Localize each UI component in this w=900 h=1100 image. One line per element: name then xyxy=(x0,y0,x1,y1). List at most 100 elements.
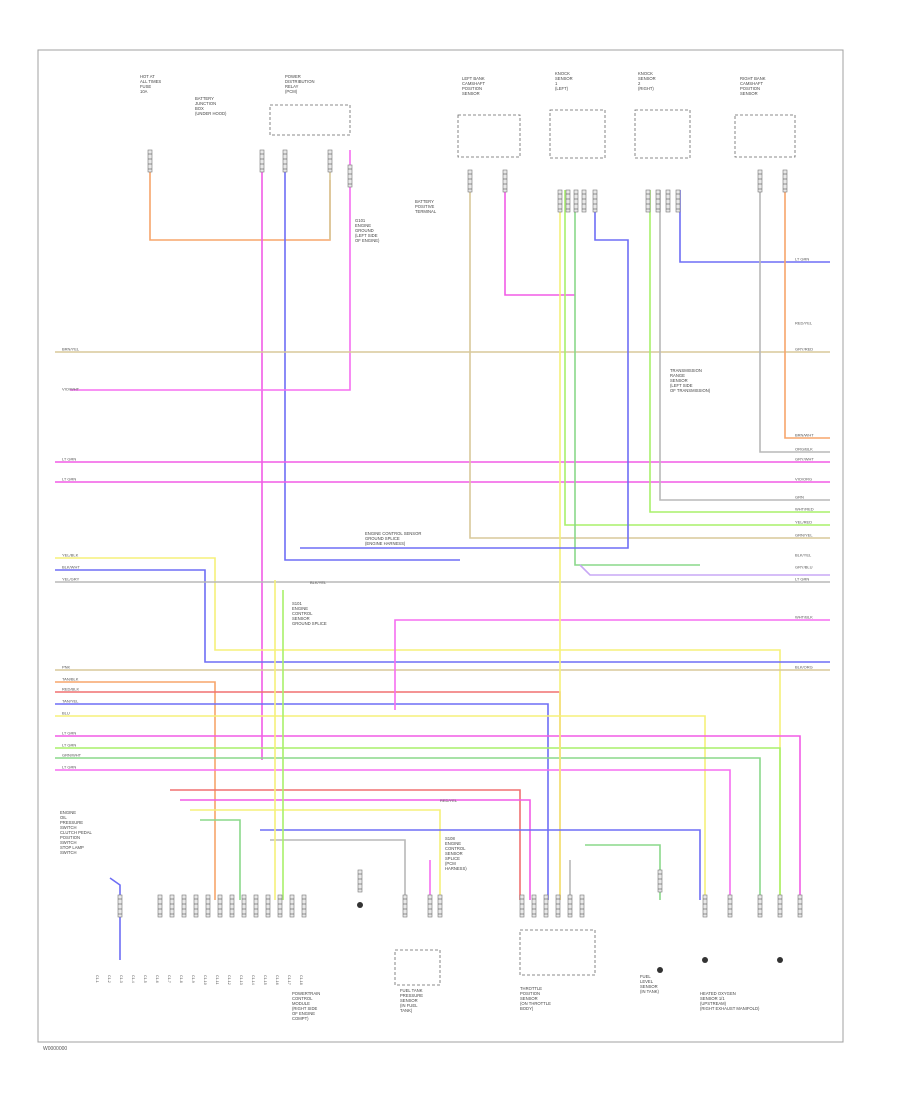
connector-16 xyxy=(757,169,763,193)
wire-label-w-grywht: GRY/WHT xyxy=(795,457,814,462)
connector-13 xyxy=(655,189,661,213)
component-label-throttle-line-3: (ON THROTTLE xyxy=(520,1001,551,1006)
component-label-oxygen-line-1: SENSOR 1/1 xyxy=(700,996,725,1001)
component-label-mid-note-line-1: ENGINE xyxy=(445,841,461,846)
wire-label-w-gryblu: GRY/BLU xyxy=(795,565,813,570)
wire-label-w-yelred: YEL/RED xyxy=(795,520,812,525)
component-label-throttle-line-0: THROTTLE xyxy=(520,986,542,991)
pcm-pin-16: C1-16 xyxy=(275,975,279,985)
pcm-pin-9: C1-9 xyxy=(191,975,195,983)
wire-33 xyxy=(170,789,521,900)
component-label-cam-left-line-0: LEFT BANK xyxy=(462,76,485,81)
component-label-mid-note-line-6: HARNESS) xyxy=(445,866,467,871)
component-box-0 xyxy=(457,114,521,158)
component-label-fuse-line-4: 10A xyxy=(140,89,148,94)
wire-18 xyxy=(55,757,761,900)
wire-19 xyxy=(55,769,731,900)
component-label-knock-1-line-1: SENSOR xyxy=(555,76,573,81)
component-label-splice-note-1-line-2: (ENGINE HARNESS) xyxy=(365,541,406,546)
component-label-mid-note-line-3: SENSOR xyxy=(445,851,463,856)
wire-4 xyxy=(70,150,351,391)
component-label-fuse-note-line-3: (UNDER HOOD) xyxy=(195,111,227,116)
pcm-pin-18: C1-18 xyxy=(299,975,303,985)
connector-20 xyxy=(181,894,187,918)
component-label-ground-note-line-2: GROUND xyxy=(355,228,374,233)
ground-symbol-3 xyxy=(357,902,363,908)
wire-label-w-grnyel: GRN/YEL xyxy=(795,533,813,538)
component-label-knock-2-line-1: SENSOR xyxy=(638,76,656,81)
ground-symbol-2 xyxy=(777,957,783,963)
component-label-left-small-line-7: STOP LAMP xyxy=(60,845,84,850)
connector-39 xyxy=(579,894,585,918)
component-label-trans-note-line-0: TRANSMISSION xyxy=(670,368,702,373)
component-label-relay-line-3: (PCM) xyxy=(285,89,298,94)
component-label-left-small-line-4: CLUTCH PEDAL xyxy=(60,830,93,835)
wire-20 xyxy=(394,619,830,710)
connector-28 xyxy=(277,894,283,918)
connector-43 xyxy=(757,894,763,918)
connector-46 xyxy=(357,869,363,893)
wire-label-w-ltgrnred: LT GRN xyxy=(795,577,809,582)
connector-2 xyxy=(282,149,288,173)
wire-31 xyxy=(659,190,830,501)
component-label-knock-2-line-0: KNOCK xyxy=(638,71,653,76)
pcm-pin-11: C1-11 xyxy=(215,975,219,985)
component-label-relay-line-1: DISTRIBUTION xyxy=(285,79,315,84)
pcm-pin-10: C1-10 xyxy=(203,975,207,985)
wire-35 xyxy=(190,809,441,900)
component-label-trans-note-line-1: RANGE xyxy=(670,373,685,378)
connector-25 xyxy=(241,894,247,918)
pcm-pin-2: C1-2 xyxy=(107,975,111,983)
wire-label-w-whtred: WHT/RED xyxy=(795,507,814,512)
wire-29 xyxy=(784,190,830,439)
wire-label-w-grnwht: GRN/WHT xyxy=(62,753,82,758)
component-label-ground-note-line-3: (LEFT SIDE xyxy=(355,233,378,238)
connector-42 xyxy=(727,894,733,918)
wire-label-w-yelgry: YEL/GRY xyxy=(62,577,80,582)
component-label-left-small-line-3: SWITCH xyxy=(60,825,77,830)
component-label-left-small-line-1: OIL xyxy=(60,815,67,820)
wire-label-w-blu: BLU xyxy=(62,711,70,716)
component-label-left-small-line-6: SWITCH xyxy=(60,840,77,845)
connector-38 xyxy=(567,894,573,918)
component-label-left-small-line-2: PRESSURE xyxy=(60,820,83,825)
connector-41 xyxy=(702,894,708,918)
wire-label-w-redblk: RED/BLK xyxy=(62,687,79,692)
component-label-left-small-line-5: POSITION xyxy=(60,835,80,840)
component-label-pcm-line-5: COMPT) xyxy=(292,1016,309,1021)
pcm-pin-7: C1-7 xyxy=(167,975,171,983)
wire-12 xyxy=(55,681,216,900)
wire-label-w-tanyel: TAN/YEL xyxy=(62,699,79,704)
component-label-fuse-note-line-0: BATTERY xyxy=(195,96,214,101)
component-label-ground-note-line-0: G101 xyxy=(355,218,366,223)
wire-17 xyxy=(55,747,781,900)
wire-label-w-pnk: PNK xyxy=(62,665,71,670)
component-label-splice-note-2-line-3: SENSOR xyxy=(292,616,310,621)
connector-35 xyxy=(531,894,537,918)
connector-31 xyxy=(402,894,408,918)
component-label-splice-note-1-line-1: GROUND SPLICE xyxy=(365,536,400,541)
component-label-fuse-line-0: HOT AT xyxy=(140,74,155,79)
wire-26 xyxy=(300,195,629,549)
connector-10 xyxy=(581,189,587,213)
wire-label-w-yelblk: YEL/BLK xyxy=(62,553,79,558)
pcm-pin-13: C1-13 xyxy=(239,975,243,985)
component-label-splice-note-2-line-4: GROUND SPLICE xyxy=(292,621,327,626)
connector-21 xyxy=(193,894,199,918)
wire-label-w-vio: VIO/WHT xyxy=(62,387,80,392)
wire-44 xyxy=(109,877,121,960)
component-label-knock-2-line-2: 2 xyxy=(638,81,641,86)
connector-0 xyxy=(147,149,153,173)
wire-9 xyxy=(55,569,830,663)
pcm-pin-3: C1-3 xyxy=(119,975,123,983)
